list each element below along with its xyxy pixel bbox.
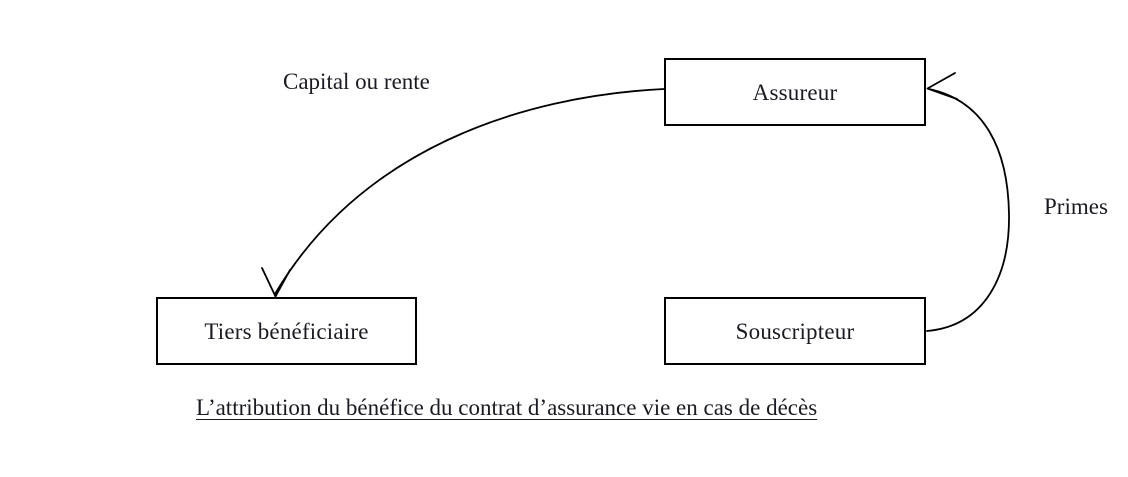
edge-capital-ou-rente-path bbox=[274, 88, 665, 295]
node-souscripteur[interactable]: Souscripteur bbox=[664, 297, 926, 365]
edge-primes-path bbox=[926, 88, 1010, 332]
edge-primes-arrowhead bbox=[926, 72, 958, 100]
node-assureur[interactable]: Assureur bbox=[664, 58, 926, 126]
edge-label-capital-ou-rente: Capital ou rente bbox=[283, 69, 430, 94]
edge-primes bbox=[926, 72, 1010, 332]
node-tiers-beneficiaire-label: Tiers bénéficiaire bbox=[204, 318, 369, 344]
diagram-caption: L’attribution du bénéfice du contrat d’a… bbox=[196, 395, 818, 420]
node-souscripteur-label: Souscripteur bbox=[735, 318, 855, 344]
edge-label-primes: Primes bbox=[1044, 194, 1108, 219]
node-tiers-beneficiaire[interactable]: Tiers bénéficiaire bbox=[156, 297, 417, 365]
edge-capital-ou-rente-arrowhead bbox=[261, 267, 291, 298]
edge-capital-ou-rente bbox=[261, 88, 665, 298]
node-assureur-label: Assureur bbox=[752, 79, 838, 105]
